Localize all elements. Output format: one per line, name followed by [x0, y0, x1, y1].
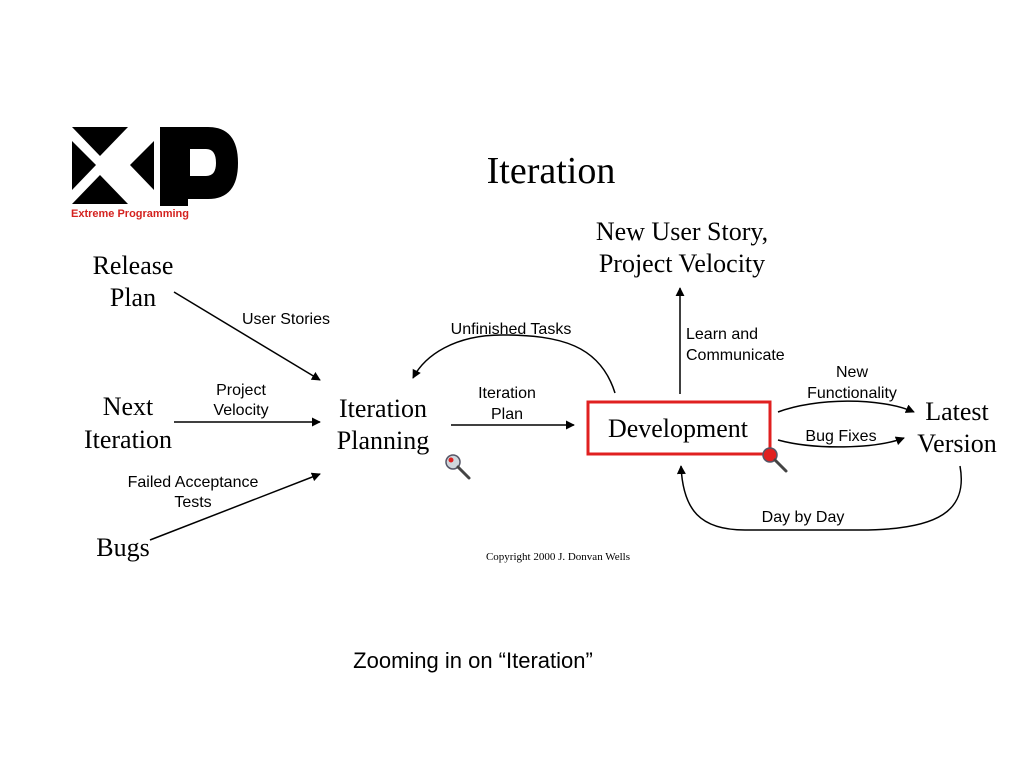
logo-subtitle: Extreme Programming	[71, 208, 189, 220]
label-new-functionality-line2: Functionality	[807, 385, 897, 402]
arrow-user-stories	[173, 291, 321, 381]
node-development: Development	[608, 414, 749, 443]
copyright-text: Copyright 2000 J. Donvan Wells	[486, 551, 630, 563]
node-new-user-story-line1: New User Story,	[596, 217, 768, 246]
label-failed-acceptance-line2: Tests	[174, 494, 211, 511]
magnifier-icon[interactable]	[445, 454, 471, 480]
iteration-diagram: Extreme Programming Iteration Release Pl…	[71, 127, 997, 563]
label-failed-acceptance-line1: Failed Acceptance	[128, 474, 259, 491]
arrow-day-by-day	[676, 465, 962, 531]
node-latest-version-line2: Version	[917, 429, 996, 458]
arrow-bug-fixes	[777, 436, 905, 448]
arrow-new-functionality	[777, 400, 915, 413]
node-next-iteration-line1: Next	[103, 392, 154, 421]
label-project-velocity-line2: Velocity	[213, 402, 268, 419]
xp-logo: Extreme Programming	[71, 127, 238, 220]
node-release-plan-line2: Plan	[110, 283, 156, 312]
magnifier-icon[interactable]	[762, 447, 788, 473]
diagram-title: Iteration	[487, 150, 616, 192]
node-iteration-planning-line1: Iteration	[339, 394, 427, 423]
label-day-by-day: Day by Day	[762, 509, 845, 526]
label-unfinished-tasks: Unfinished Tasks	[451, 321, 572, 338]
label-learn-line1: Learn and	[686, 326, 758, 343]
node-next-iteration-line2: Iteration	[84, 425, 172, 454]
label-iteration-plan-line1: Iteration	[478, 385, 536, 402]
slide-caption: Zooming in on “Iteration”	[353, 648, 593, 673]
label-learn-line2: Communicate	[686, 347, 785, 364]
label-iteration-plan-line2: Plan	[491, 406, 523, 423]
node-release-plan-line1: Release	[93, 251, 174, 280]
development-highlight-box	[586, 400, 772, 456]
label-bug-fixes: Bug Fixes	[805, 428, 876, 445]
label-project-velocity-line1: Project	[216, 382, 266, 399]
node-latest-version-line1: Latest	[925, 397, 989, 426]
arrow-unfinished-tasks	[412, 334, 616, 394]
label-user-stories: User Stories	[242, 311, 330, 328]
node-iteration-planning-line2: Planning	[337, 426, 429, 455]
label-new-functionality-line1: New	[836, 364, 868, 381]
node-new-user-story-line2: Project Velocity	[599, 249, 765, 278]
arrow-failed-acceptance-tests	[149, 472, 321, 541]
node-bugs: Bugs	[96, 533, 149, 562]
